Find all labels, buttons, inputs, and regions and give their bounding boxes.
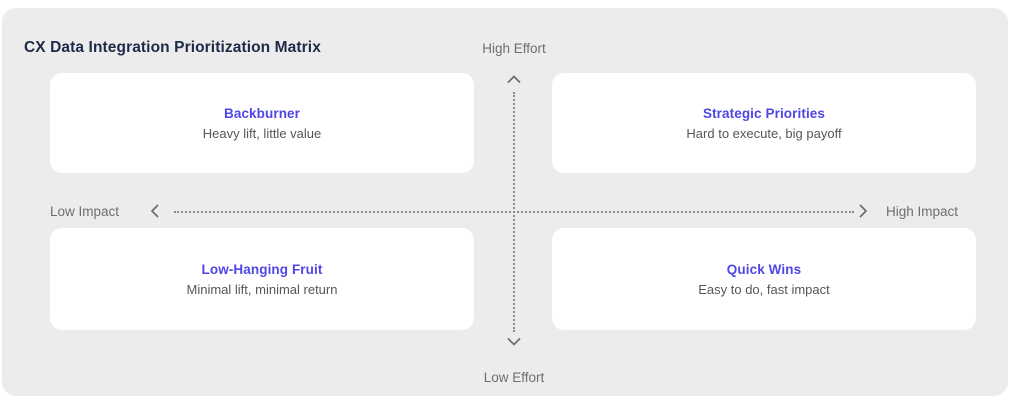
quadrant-subtitle: Hard to execute, big payoff [686,125,842,141]
axis-label-high-effort: High Effort [482,41,546,56]
impact-axis-line [174,211,854,213]
quadrant-title: Low-Hanging Fruit [201,261,323,277]
impact-axis [151,204,868,218]
chevron-down-icon [505,332,523,350]
chevron-up-icon [505,72,523,90]
page-title: CX Data Integration Prioritization Matri… [24,39,321,56]
prioritization-matrix-panel: CX Data Integration Prioritization Matri… [2,8,1008,396]
quadrant-subtitle: Minimal lift, minimal return [186,281,338,297]
quadrant-card-low-hanging-fruit[interactable]: Low-Hanging Fruit Minimal lift, minimal … [50,228,474,330]
axis-label-low-impact: Low Impact [50,204,120,219]
quadrant-title: Backburner [223,105,301,121]
axis-label-low-effort: Low Effort [483,370,545,385]
quadrant-title: Strategic Priorities [702,105,826,121]
quadrant-card-quick-wins[interactable]: Quick Wins Easy to do, fast impact [552,228,976,330]
chevron-left-icon [146,202,164,220]
quadrant-subtitle: Heavy lift, little value [202,125,322,141]
quadrant-subtitle: Easy to do, fast impact [698,281,830,297]
chevron-right-icon [854,202,872,220]
quadrant-card-backburner[interactable]: Backburner Heavy lift, little value [50,73,474,173]
axis-label-high-impact: High Impact [886,204,959,219]
quadrant-title: Quick Wins [726,261,802,277]
quadrant-card-strategic-priorities[interactable]: Strategic Priorities Hard to execute, bi… [552,73,976,173]
